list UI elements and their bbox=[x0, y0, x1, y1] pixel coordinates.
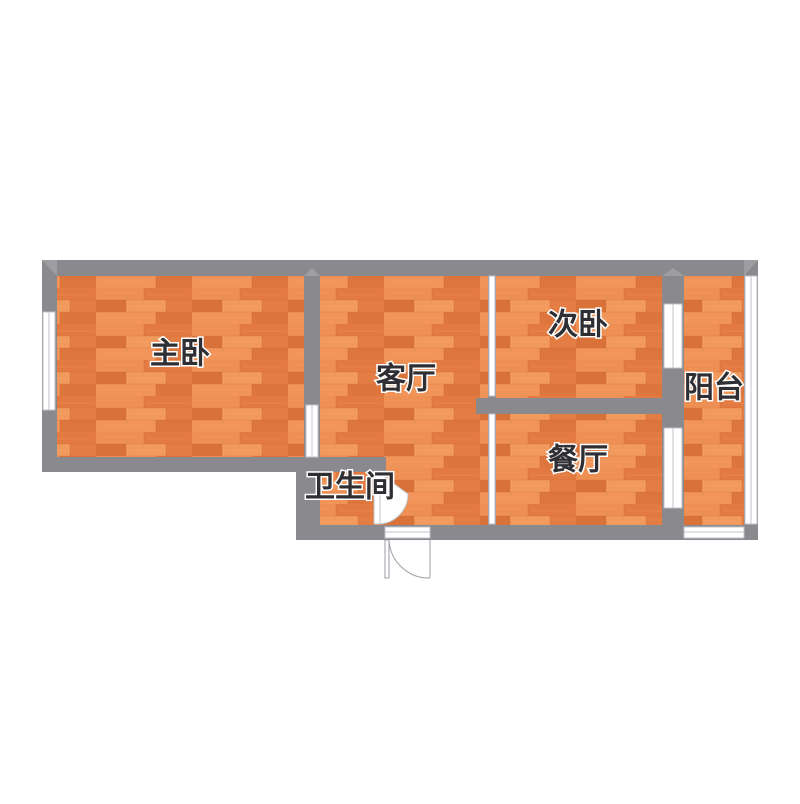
label-living-room: 客厅 bbox=[376, 362, 436, 397]
label-bathroom: 卫生间 bbox=[305, 470, 395, 505]
wall-dining-bedroom bbox=[476, 398, 662, 414]
door-master-bedroom bbox=[305, 404, 319, 458]
wall-balcony-divider bbox=[662, 370, 684, 408]
door-second-bedroom bbox=[488, 275, 496, 397]
wall-corners bbox=[42, 260, 758, 276]
label-balcony: 阳台 bbox=[684, 371, 744, 406]
floor-bathroom bbox=[320, 472, 378, 525]
window-balcony-bottom bbox=[683, 526, 745, 539]
door-balcony-upper bbox=[663, 303, 683, 369]
door-dining-room bbox=[488, 413, 496, 525]
label-master-bedroom: 主卧 bbox=[150, 337, 210, 372]
floor-second-bedroom bbox=[496, 276, 662, 398]
floor-balcony bbox=[684, 276, 744, 525]
label-second-bedroom: 次卧 bbox=[548, 308, 608, 343]
wall-living-bathroom bbox=[304, 457, 386, 472]
window-balcony bbox=[744, 275, 758, 525]
entrance-door bbox=[384, 526, 431, 579]
floor-master-bedroom bbox=[57, 276, 304, 457]
door-balcony-lower bbox=[663, 427, 683, 509]
label-dining-room: 餐厅 bbox=[548, 443, 608, 478]
floor-dining-room bbox=[496, 414, 662, 525]
window-master-bedroom bbox=[42, 311, 56, 411]
door-bathroom bbox=[373, 471, 409, 525]
